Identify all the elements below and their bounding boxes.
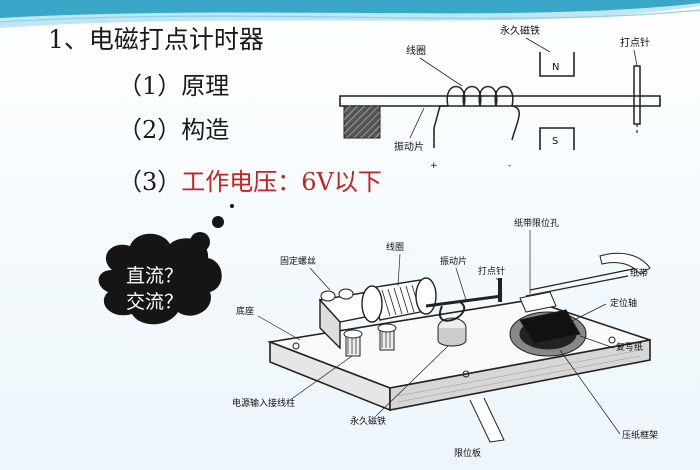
label-magnet: 永久磁铁	[500, 24, 540, 37]
north-pole-label: N	[552, 62, 559, 73]
label-positioning-shaft: 定位轴	[610, 297, 637, 309]
plus-terminal: +	[430, 161, 438, 170]
item-principle-text: 原理	[181, 72, 230, 100]
item-principle-number: （1）	[118, 72, 182, 100]
label-paper-tape: 纸带	[630, 267, 648, 279]
power-terminal-1	[343, 329, 363, 357]
coil-body	[361, 277, 437, 323]
fixing-screw-2	[338, 288, 354, 300]
item-voltage-text: 工作电压：6V以下	[181, 168, 382, 196]
item-voltage: （3）工作电压：6V以下	[118, 162, 382, 197]
label-power-terminal: 电源输入接线柱	[232, 397, 295, 409]
label-limiter-plate: 限位板	[454, 447, 481, 459]
label-needle: 打点针	[620, 36, 650, 49]
power-terminal-2	[377, 323, 397, 351]
principle-diagram: + - N S 线圈 永久磁铁 打点针 振动片	[339, 24, 661, 170]
item-structure-text: 构造	[181, 116, 230, 144]
south-pole-label: S	[552, 136, 558, 147]
fixing-screw-1	[320, 290, 336, 302]
item-voltage-number: （3）	[118, 168, 182, 196]
magnet-north	[539, 52, 575, 77]
label-carbon-paper: 复写纸	[616, 341, 643, 353]
slide-title: 1、电磁打点计时器	[48, 25, 264, 54]
needle	[633, 65, 641, 125]
bubble-question-dc: 直流？	[126, 265, 183, 287]
label-reed: 振动片	[394, 140, 424, 153]
thought-bubble: 直流？ 交流？	[98, 204, 234, 325]
label-coil-bottom: 线圈	[386, 241, 404, 253]
label-reed-bottom: 振动片	[440, 255, 467, 267]
label-coil: 线圈	[406, 44, 426, 57]
item-structure-number: （2）	[118, 116, 182, 144]
label-permanent-magnet: 永久磁铁	[350, 415, 386, 427]
label-base: 底座	[236, 305, 254, 317]
label-fixing-screw: 固定螺丝	[280, 255, 316, 267]
item-structure: （2）构造	[118, 110, 229, 145]
header-wave-decoration	[0, 0, 700, 28]
construction-diagram: 固定螺丝 线圈 振动片 纸带限位孔 打点针 纸带 定位轴 底座 复写纸 电源输入…	[232, 217, 658, 459]
paper-tape	[529, 267, 641, 291]
magnet-south	[539, 127, 575, 150]
label-paper-frame: 压纸框架	[622, 429, 658, 441]
label-striker-needle: 打点针	[478, 265, 505, 277]
minus-terminal: -	[508, 161, 511, 170]
permanent-magnet	[437, 301, 467, 347]
bubble-question-ac: 交流？	[126, 291, 183, 313]
label-tape-hole: 纸带限位孔	[514, 217, 559, 229]
striker-needle	[498, 278, 502, 302]
item-principle: （1）原理	[118, 66, 229, 101]
